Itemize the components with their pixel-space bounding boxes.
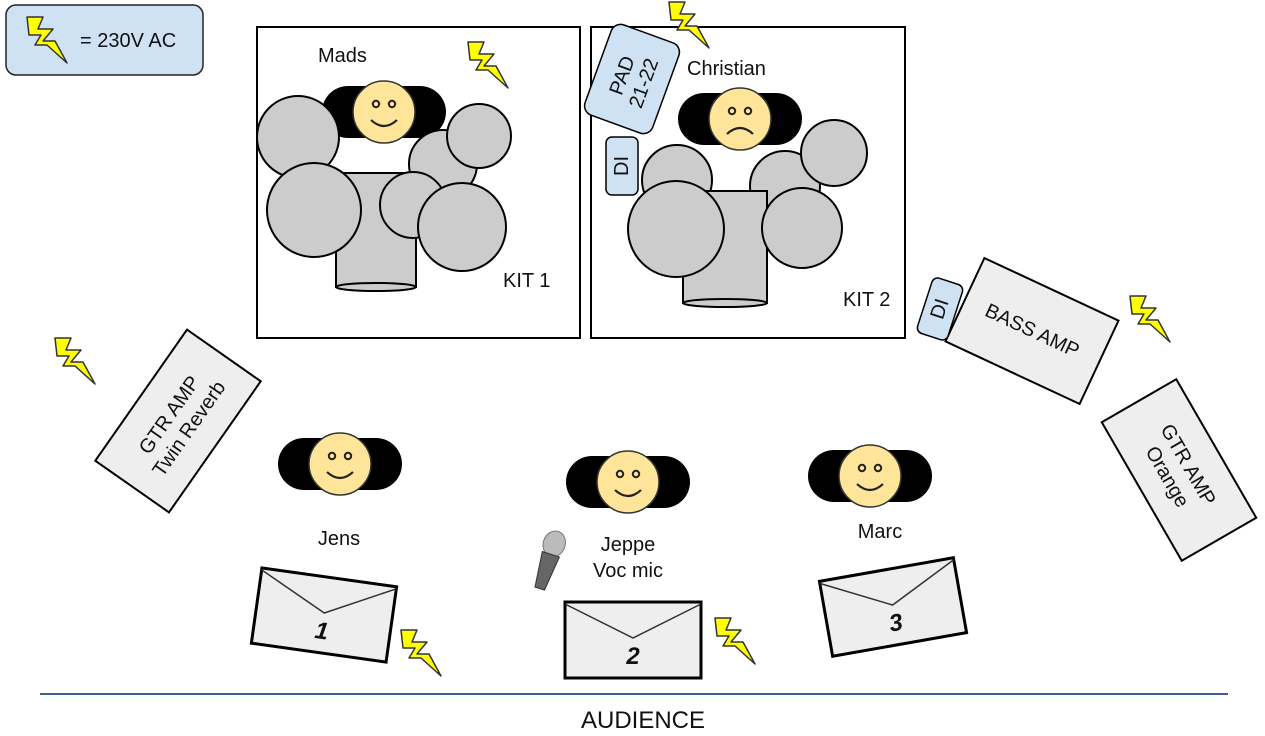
di-label: DI [611,156,633,176]
power-outlet-icon [54,337,96,385]
musician-face-icon [276,431,404,497]
musician-name-marc: Marc [858,521,902,543]
audience-label: AUDIENCE [581,707,705,734]
monitor-wedge-2: 2 [563,600,703,680]
guitar-amp-orange: GTR AMP Orange [1100,377,1258,563]
monitor-number-3: 3 [887,609,905,638]
guitar-amp-twin-reverb: GTR AMP Twin Reverb [93,328,263,514]
monitor-wedge-icon [249,566,399,664]
monitor-wedge-icon [817,556,969,658]
musician-jeppe: Jeppe Voc mic 2 [534,449,756,680]
power-outlet-icon [714,617,756,665]
musician-jens: Jens 1 [249,431,442,677]
musician-marc: Marc 3 [806,443,969,658]
drum-shells-kit-2 [627,119,868,308]
microphone-icon [534,530,566,591]
monitor-wedge-1: 1 [249,566,399,664]
musician-face-icon [564,449,692,515]
monitor-number-1: 1 [313,617,330,646]
legend-label: = 230V AC [80,30,176,52]
di-box-bass: DI [916,277,964,341]
drum-shells-kit-1 [256,95,512,292]
drummer-name-christian: Christian [687,58,766,80]
monitor-wedge-3: 3 [817,556,969,658]
drum-kit-2: Christian KIT 2 PAD 21-22 DI [583,1,906,339]
musician-name-jeppe: Jeppe [601,534,656,556]
musician-face-icon [806,443,934,509]
kit-1-label: KIT 1 [503,270,550,292]
monitor-number-2: 2 [625,643,640,670]
pad-box: PAD 21-22 [583,23,681,135]
power-legend: = 230V AC [5,4,204,76]
musician-name-jens: Jens [318,528,360,550]
drum-kit-1: Mads KIT 1 [256,26,581,339]
power-outlet-icon [1129,295,1171,343]
bass-amp: BASS AMP DI [916,256,1171,406]
drummer-face-icon [676,86,804,152]
drummer-name-mads: Mads [318,45,367,67]
vocal-mic-label: Voc mic [593,560,663,582]
di-box-kit-2: DI [605,136,639,196]
kit-2-label: KIT 2 [843,289,890,311]
power-outlet-icon [400,629,442,677]
